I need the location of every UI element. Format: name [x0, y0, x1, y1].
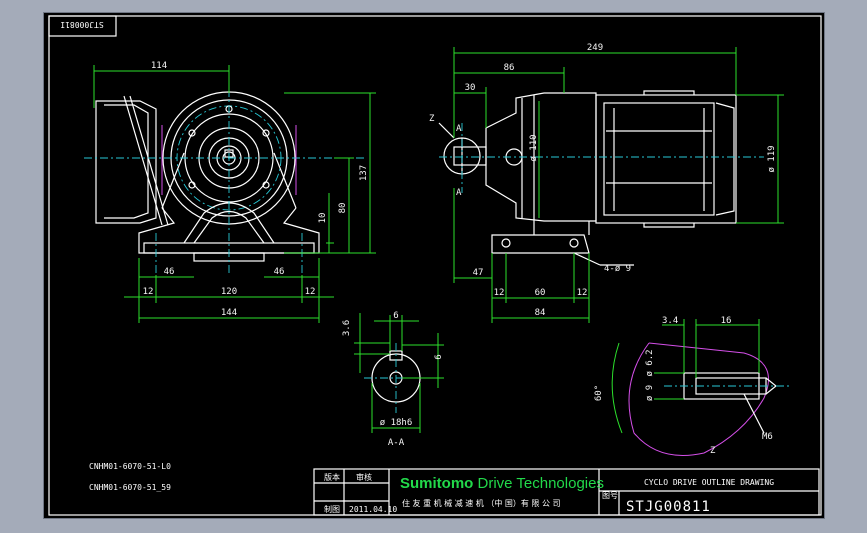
- detail-z: 3.4 16 ø 6.2 ø 9 60° M6 Z: [594, 316, 789, 456]
- tb-brand: Sumitomo Drive Technologies: [400, 475, 604, 492]
- tb-drawn: 制图: [324, 504, 340, 514]
- dim-137: 137: [359, 165, 369, 181]
- dim-114: 114: [151, 61, 167, 71]
- dim-phi62: ø 6.2: [645, 349, 655, 376]
- tb-title: CYCLO DRIVE OUTLINE DRAWING: [644, 478, 774, 487]
- tb-review: 审核: [356, 472, 372, 482]
- model-note-2: CNHM01-6070-51_59: [89, 483, 171, 492]
- label-z: Z: [429, 114, 435, 124]
- dim-12d: 12: [577, 288, 588, 298]
- label-a1: A: [456, 124, 462, 134]
- dim-12c: 12: [494, 288, 505, 298]
- tb-dwg-label: 图号: [602, 491, 618, 500]
- dim-86: 86: [504, 63, 515, 73]
- dim-30: 30: [465, 83, 476, 93]
- label-a2: A: [456, 188, 462, 198]
- dim-120: 120: [221, 287, 237, 297]
- label-m6: M6: [762, 432, 773, 442]
- dim-key6: 6: [393, 311, 398, 321]
- dim-46a: 46: [164, 267, 175, 277]
- dim-84: 84: [535, 308, 546, 318]
- front-dimensions: 114 137 80 10 46 46 1: [93, 61, 376, 323]
- dim-80: 80: [338, 203, 348, 214]
- dim-60: 60: [535, 288, 546, 298]
- dim-249: 249: [587, 43, 603, 53]
- dim-46b: 46: [274, 267, 285, 277]
- dim-144: 144: [221, 308, 237, 318]
- front-view: [84, 73, 364, 275]
- outline-drawing: STJ00081I: [48, 15, 822, 516]
- dim-10: 10: [318, 213, 328, 224]
- dim-shaft: ø 18h6: [380, 418, 413, 428]
- dim-16: 16: [721, 316, 732, 326]
- dim-47: 47: [473, 268, 484, 278]
- side-dimensions: 249 86 30 ø 110 ø 119 47: [453, 43, 784, 323]
- section-a-a: 6 3.6 6 ø 18h6 A-A: [342, 311, 444, 448]
- side-view: Z A A 4-ø 9: [429, 90, 764, 274]
- corner-label-box: [48, 15, 117, 37]
- dim-phi110: ø 110: [529, 134, 539, 161]
- dim-key36: 3.6: [342, 320, 352, 336]
- model-note-1: CNHM01-6070-51-L0: [89, 462, 171, 471]
- tb-version: 版本: [324, 472, 340, 482]
- dim-12a: 12: [143, 287, 154, 297]
- section-label: A-A: [388, 438, 405, 448]
- corner-label: STJ00081I: [60, 20, 104, 29]
- dim-phi119: ø 119: [767, 145, 777, 172]
- label-detail-z: Z: [710, 446, 716, 456]
- drawing-border: [48, 15, 822, 516]
- dim-phi9: ø 9: [645, 385, 655, 401]
- tb-company: 住 友 重 机 械 减 速 机 （中 国）有 限 公 司: [402, 498, 561, 508]
- dim-12b: 12: [305, 287, 316, 297]
- tb-dwg-number: STJG00811: [626, 499, 711, 515]
- dim-key6v: 6: [434, 354, 444, 359]
- tb-date: 2011.04.10: [349, 505, 397, 514]
- title-block: 版本 审核 制图 2011.04.10 Sumitomo Drive Techn…: [313, 468, 820, 516]
- dim-34: 3.4: [662, 316, 678, 326]
- dim-60deg: 60°: [594, 385, 604, 401]
- drawing-canvas[interactable]: STJ00081I: [43, 12, 825, 519]
- label-holes: 4-ø 9: [604, 264, 631, 274]
